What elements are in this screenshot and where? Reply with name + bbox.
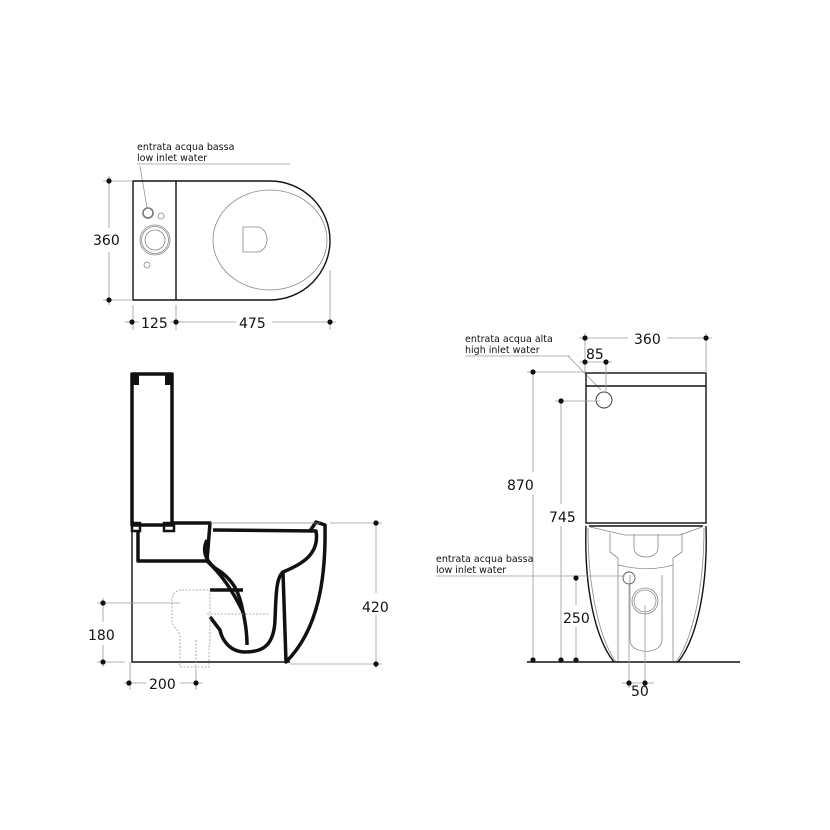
dim-side-height: 420	[362, 600, 389, 616]
front-low-inlet-label-en: low inlet water	[436, 565, 506, 576]
bowl-trap	[208, 528, 319, 654]
high-inlet-icon	[595, 391, 613, 409]
dim-front-inlet-offset: 85	[586, 347, 604, 363]
dim-front-low-inlet: 250	[563, 611, 590, 627]
leader-line	[139, 165, 148, 209]
low-inlet-icon	[622, 571, 636, 585]
top-view: entrata acqua bassa low inlet water 360 …	[93, 142, 336, 332]
dim-front-total-height: 870	[507, 478, 534, 494]
dim-top-bowl: 475	[239, 316, 266, 332]
dim-top-cistern: 125	[141, 316, 168, 332]
dim-front-width: 360	[634, 332, 661, 348]
dim-side-outlet-height: 180	[88, 628, 115, 644]
dim-side-outlet-offset: 200	[149, 677, 176, 693]
side-base	[131, 531, 290, 663]
bowl-opening	[242, 226, 268, 253]
outlet-pipe-dashed	[171, 589, 211, 668]
dim-top-depth: 360	[93, 233, 120, 249]
front-bowl-outline	[585, 525, 707, 663]
front-view: entrata acqua alta high inlet water entr…	[436, 332, 740, 700]
front-low-inlet-label-it: entrata acqua bassa	[436, 554, 533, 565]
side-trapway-top	[136, 521, 246, 616]
front-trap-top	[633, 534, 659, 558]
side-tank	[130, 372, 174, 527]
seat-oval	[212, 189, 328, 291]
top-low-inlet-label-it: entrata acqua bassa	[137, 142, 234, 153]
dim-front-low-offset: 50	[631, 684, 649, 700]
top-outline	[132, 180, 331, 301]
inlet-hole-icon	[142, 207, 154, 219]
flush-ring-mid	[141, 226, 169, 254]
flush-ring-outer	[139, 224, 171, 256]
bowl-rim-right	[281, 520, 327, 664]
bowl-inner-left	[202, 539, 249, 646]
flush-ring-inner	[144, 229, 166, 251]
front-high-inlet-label-en: high inlet water	[465, 345, 540, 356]
hole	[143, 261, 151, 269]
dim-front-high-inlet: 745	[549, 510, 576, 526]
hole	[157, 212, 165, 220]
top-low-inlet-label-en: low inlet water	[137, 153, 207, 164]
front-tank	[585, 372, 707, 524]
side-view: 420 180 200	[88, 372, 389, 693]
front-high-inlet-label-it: entrata acqua alta	[465, 334, 553, 345]
